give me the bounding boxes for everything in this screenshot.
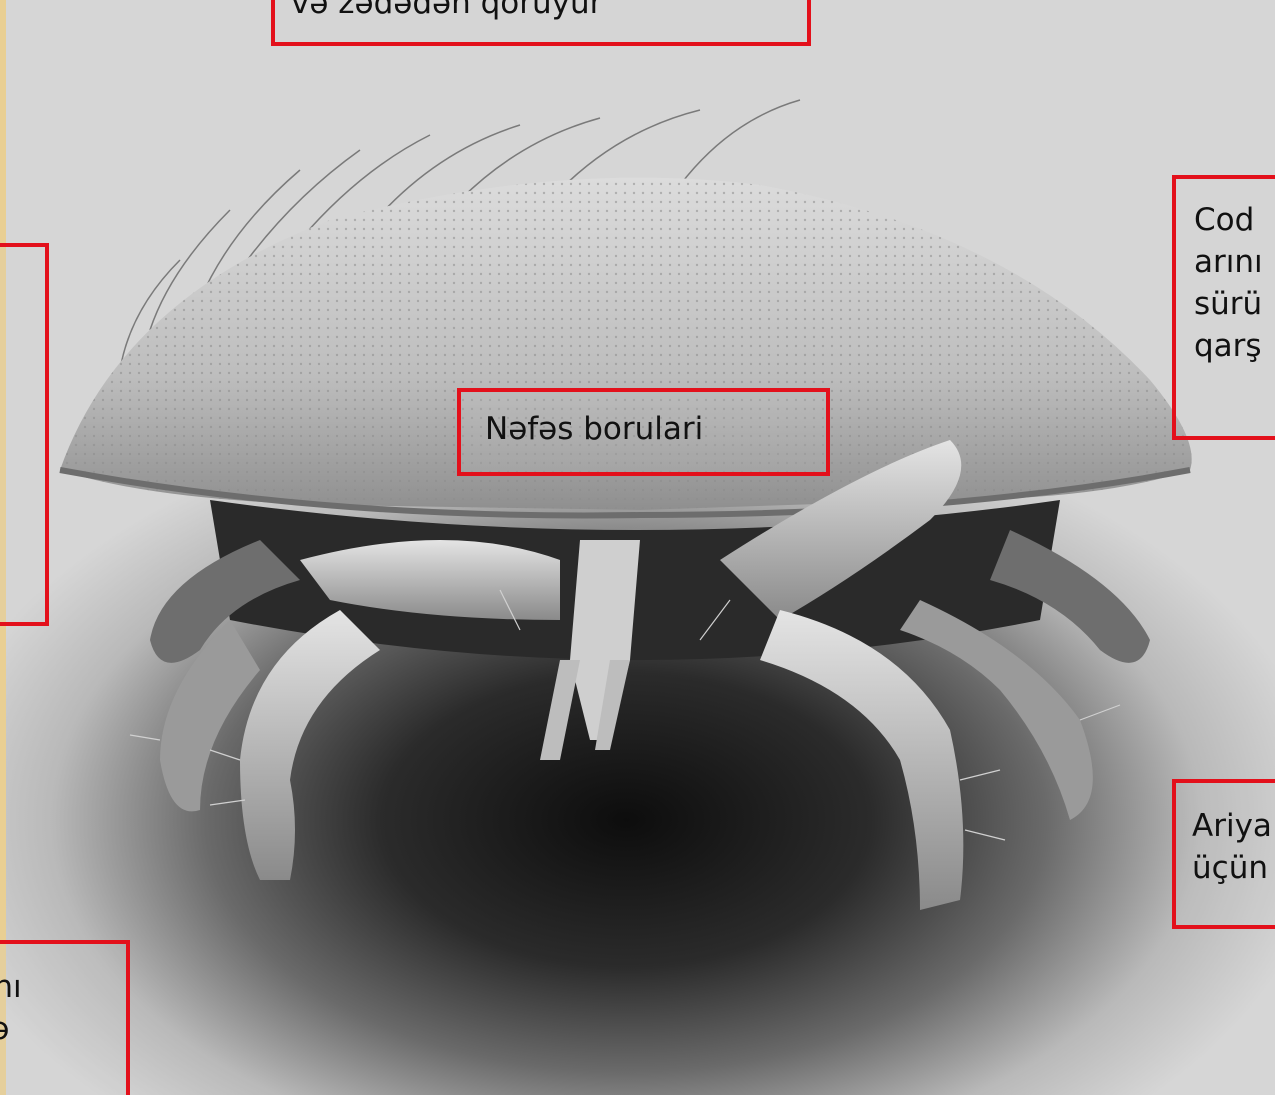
label-top-text: və zədədən qoruyur <box>291 0 807 24</box>
label-right-bottom-line-2: üçün <box>1192 847 1275 889</box>
label-right-top-line-3: sürü <box>1194 283 1275 325</box>
mid-leg-left <box>240 610 380 880</box>
label-right-bottom-line-1: Ariya <box>1192 805 1275 847</box>
label-box-left-mid <box>0 243 49 626</box>
label-box-top: və zədədən qoruyur <box>271 0 811 46</box>
label-box-center: Nəfəs borulari <box>457 388 830 476</box>
label-box-left-bottom: rını və <box>0 940 130 1095</box>
label-box-right-bottom: Ariya üçün <box>1172 779 1275 929</box>
label-right-top-line-1: Cod <box>1194 199 1275 241</box>
label-left-bottom-line-1: rını <box>0 966 126 1008</box>
label-box-right-top: Cod arını sürü qarş <box>1172 175 1275 440</box>
label-right-top-line-2: arını <box>1194 241 1275 283</box>
label-left-bottom-line-2: və <box>0 1008 126 1050</box>
label-center-text: Nəfəs borulari <box>485 408 826 450</box>
mid-leg-right <box>760 610 963 910</box>
label-right-top-line-4: qarş <box>1194 325 1275 367</box>
